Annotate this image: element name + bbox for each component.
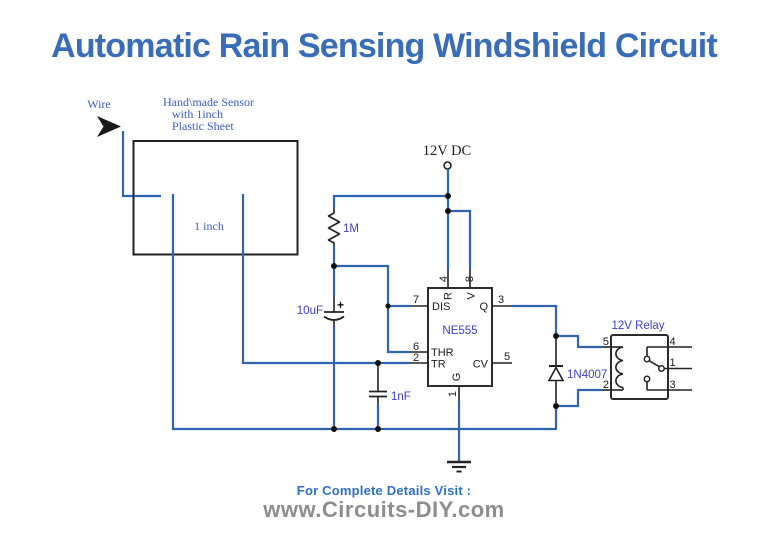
ic-pin3-number: 3 [498, 294, 504, 306]
relay-pin5-number: 5 [603, 336, 609, 348]
relay-pin1-number: 1 [670, 357, 676, 369]
ic-pin4-number: 4 [438, 276, 450, 282]
ic-pin-r-label: R [443, 292, 455, 300]
relay-label: 12V Relay [611, 320, 664, 332]
electrode-right-to-trigger-wire [241, 194, 410, 365]
wire-label: Wire [87, 97, 111, 111]
diode-symbol [547, 365, 565, 382]
resistor-1m-symbol [327, 208, 341, 246]
power-terminal [443, 161, 452, 170]
ic-pin5-number: 5 [504, 351, 510, 363]
ic-ne555-box [427, 287, 493, 387]
sensor-box [132, 140, 299, 256]
diode-value-label: 1N4007 [567, 369, 607, 381]
ic-pin8-number: 8 [464, 276, 476, 282]
page-title: Automatic Rain Sensing Windshield Circui… [51, 27, 718, 65]
ic-name-label: NE555 [442, 325, 477, 337]
sensor-caption-line2: with 1inch [172, 107, 223, 121]
relay-coil-top-wire [556, 334, 602, 349]
ic-pin-thr-label: THR [431, 347, 454, 359]
output-wire [512, 304, 558, 336]
ic-pin-g-label: G [451, 373, 463, 382]
sensor-caption-line3: Plastic Sheet [172, 119, 234, 133]
ic-pin-v-label: V [466, 292, 478, 300]
ic-pin1-number: 1 [447, 391, 459, 397]
relay-pin2-number: 2 [603, 379, 609, 391]
sensor-input-wire [121, 131, 161, 198]
ic-pin-cv-label: CV [473, 359, 489, 371]
footer-visit-text: For Complete Details Visit : [296, 483, 472, 498]
ic-pin-dis-label: DIS [432, 301, 450, 313]
footer-website-text: www.Circuits-DIY.com [263, 497, 505, 522]
ic-pin7-number: 7 [413, 294, 419, 306]
cap10uf-value-label: 10uF [297, 305, 323, 317]
relay-pin4-number: 4 [670, 336, 676, 348]
ground-symbol [447, 460, 471, 473]
relay-coil-bottom-wire [556, 388, 602, 408]
relay-coil [611, 346, 624, 391]
ic-pin6-number: 6 [413, 341, 419, 353]
vcc-branch-wire [448, 209, 472, 270]
electrode-left-and-ground-rail [171, 194, 558, 431]
resistor-value-label: 1M [343, 223, 359, 235]
ic-pin2-number: 2 [413, 352, 419, 364]
junction-dots [331, 193, 559, 432]
ic-pin-tr-label: TR [431, 359, 446, 371]
ic-pin-q-label: Q [479, 301, 488, 313]
wire-arrow-icon [97, 116, 121, 137]
cap10uf-plus-sign: + [337, 298, 344, 312]
cap1nf-value-label: 1nF [391, 391, 411, 403]
power-label: 12V DC [423, 143, 471, 159]
relay-box [610, 334, 669, 400]
sensor-gap-label: 1 inch [194, 219, 224, 233]
relay-pin3-number: 3 [670, 379, 676, 391]
relay-switch [643, 346, 692, 391]
resistor-top-wire [332, 194, 448, 208]
node-to-threshold-wire [334, 264, 410, 354]
sensor-caption-line1: Hand\made Sensor [163, 95, 254, 109]
